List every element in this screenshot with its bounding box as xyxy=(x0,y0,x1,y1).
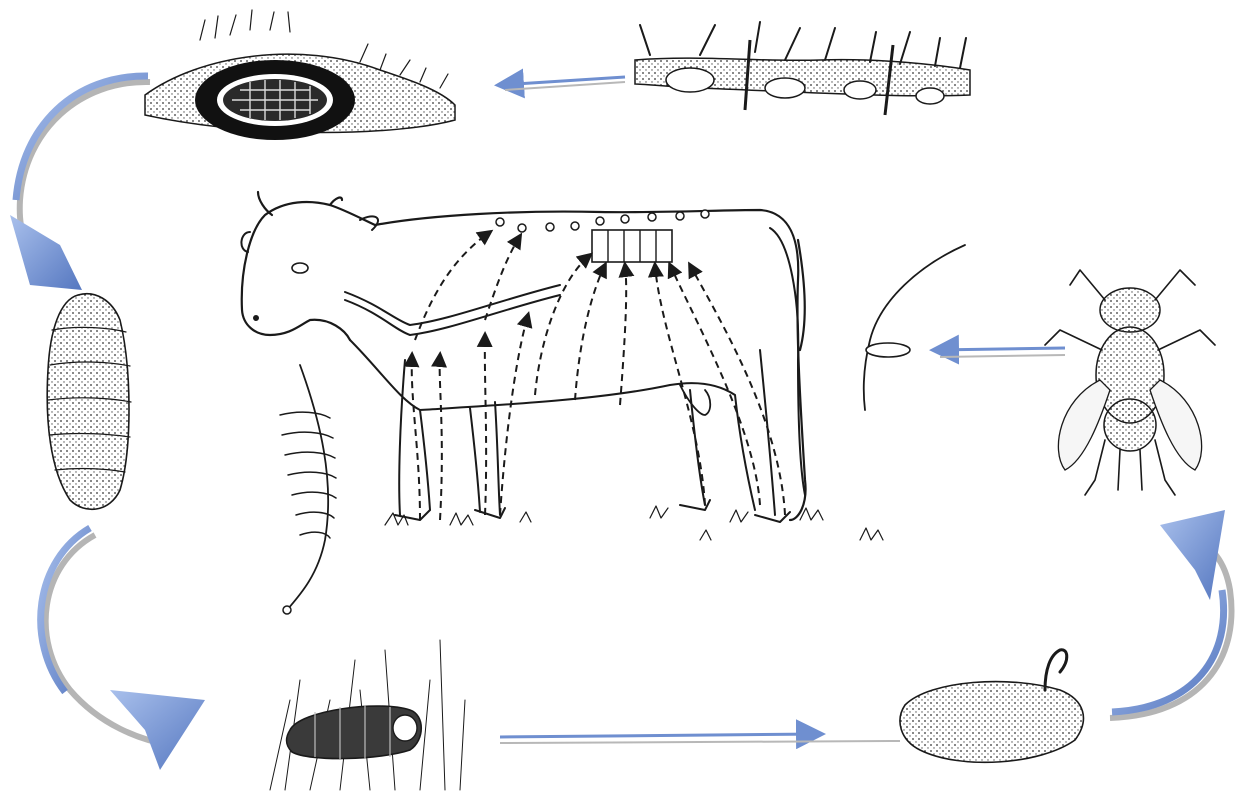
cycle-arrow-bottom xyxy=(500,734,900,743)
egg-cluster-icon xyxy=(635,22,970,115)
warble-cyst-icon xyxy=(145,10,455,140)
larva-on-ground-icon xyxy=(270,640,465,790)
adult-fly-icon xyxy=(1045,270,1215,495)
pupa-icon xyxy=(900,650,1083,763)
larval-migration-arrows xyxy=(412,232,785,520)
cycle-arrow-top-left-curve xyxy=(10,76,150,290)
cycle-arrow-left-down-curve xyxy=(41,528,205,770)
migration-path-icon xyxy=(280,365,336,614)
egg-on-hair-icon xyxy=(864,245,965,410)
cow-icon xyxy=(241,192,883,540)
cycle-arrow-fly-to-egg xyxy=(935,348,1065,357)
larva-icon xyxy=(47,294,131,510)
cycle-arrow-top xyxy=(500,77,625,90)
cycle-arrow-right-up-curve xyxy=(1110,510,1232,718)
